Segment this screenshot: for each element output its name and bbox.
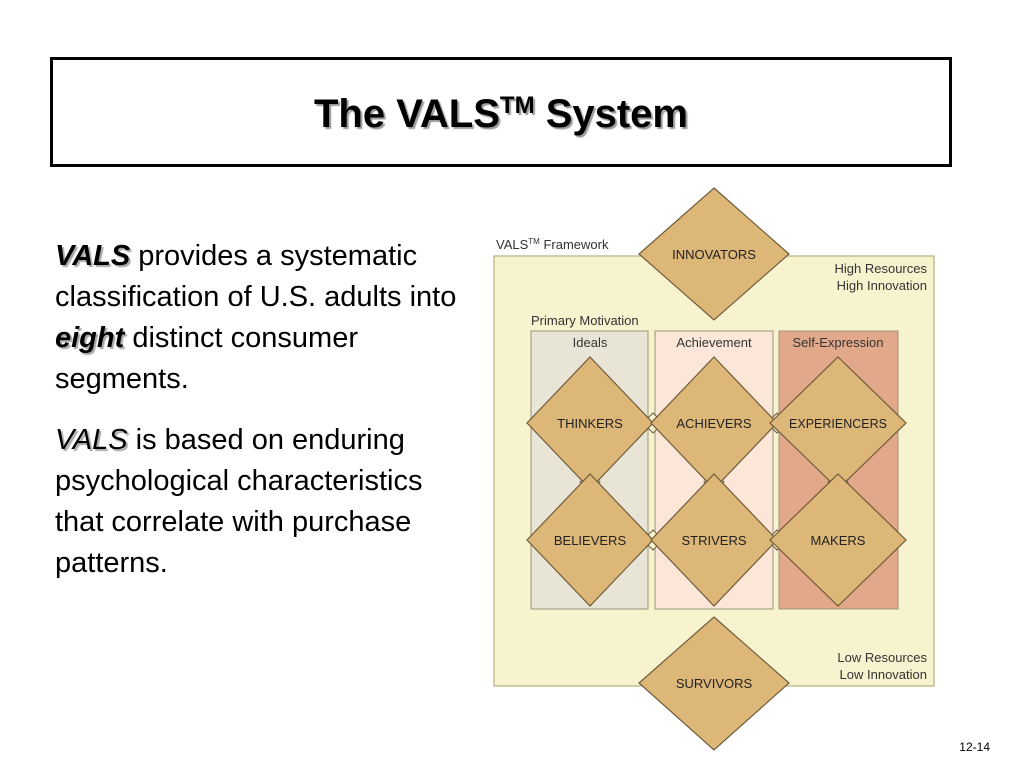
innovators-diamond (638, 187, 790, 321)
experiencers-label: EXPERIENCERS (789, 417, 887, 431)
makers-label: MAKERS (811, 533, 866, 548)
slide-number: 12-14 (959, 740, 990, 754)
keyword-vals: VALS (55, 424, 128, 456)
title-box: The VALSTM System (50, 57, 952, 167)
column-achievement-label: Achievement (676, 335, 752, 350)
high-innovation-label: High Innovation (837, 278, 927, 293)
low-resources-label: Low Resources (837, 650, 927, 665)
innovators-label: INNOVATORS (672, 247, 756, 262)
column-ideals-label: Ideals (573, 335, 608, 350)
achievers-label: ACHIEVERS (676, 416, 751, 431)
keyword-vals: VALS (55, 240, 131, 272)
strivers-label: STRIVERS (681, 533, 746, 548)
thinkers-label: THINKERS (557, 416, 623, 431)
high-resources-label: High Resources (835, 261, 928, 276)
slide-title: The VALSTM System (313, 92, 688, 136)
body-text: VALS provides a systematic classificatio… (55, 236, 465, 604)
paragraph-1: VALS provides a systematic classificatio… (55, 240, 457, 395)
framework-label: VALSTM Framework (496, 237, 609, 252)
makers-diamond (769, 473, 907, 607)
keyword-eight: eight (55, 322, 125, 354)
low-innovation-label: Low Innovation (840, 667, 927, 682)
paragraph-2: VALS is based on enduring psychological … (55, 424, 423, 579)
survivors-diamond (638, 616, 790, 751)
believers-diamond (526, 473, 654, 607)
primary-motivation-label: Primary Motivation (531, 313, 639, 328)
believers-label: BELIEVERS (554, 533, 627, 548)
column-self-expression-label: Self-Expression (792, 335, 883, 350)
strivers-diamond (650, 473, 778, 607)
survivors-label: SURVIVORS (676, 676, 753, 691)
